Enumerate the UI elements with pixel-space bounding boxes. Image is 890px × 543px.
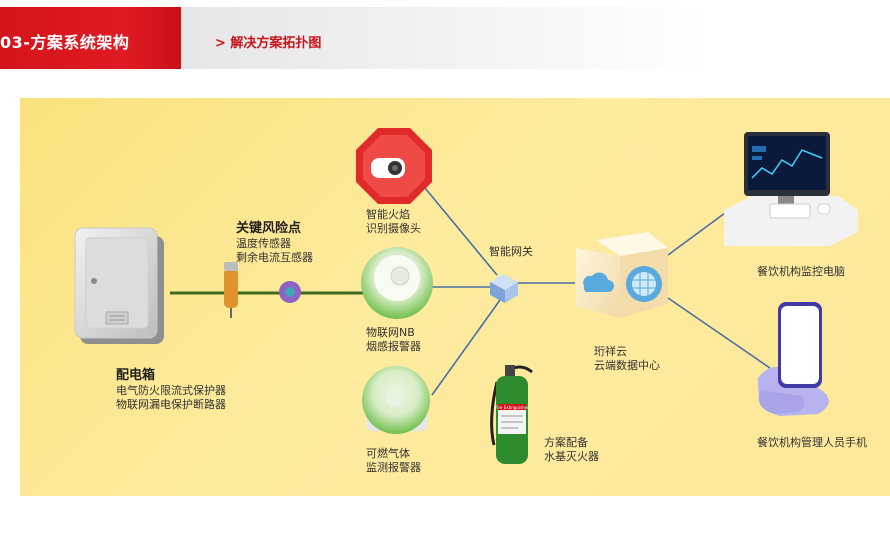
- extinguisher-icon: [490, 365, 533, 464]
- manager-phone-icon: [757, 302, 829, 416]
- smoke-alarm-line1: 物联网NB: [366, 326, 415, 339]
- flame-camera-label: 智能火焰 识别摄像头: [366, 208, 421, 236]
- manager-phone-label-text: 餐饮机构管理人员手机: [757, 436, 867, 449]
- distribution-box-line1: 电气防火限流式保护器: [116, 384, 226, 397]
- smoke-alarm-line2: 烟感报警器: [366, 340, 421, 353]
- gas-alarm-label: 可燃气体 监测报警器: [366, 447, 421, 475]
- key-risk-title: 关键风险点: [236, 221, 302, 236]
- gas-alarm-line2: 监测报警器: [366, 461, 421, 474]
- monitor-pc-label-text: 餐饮机构监控电脑: [757, 265, 845, 278]
- gateway-label-text: 智能网关: [489, 245, 533, 258]
- extinguisher-label: 方案配备 水基灭火器: [544, 436, 599, 464]
- section-title-bar: 03-方案系统架构: [0, 7, 181, 69]
- manager-phone-label: 餐饮机构管理人员手机: [757, 436, 867, 450]
- extinguisher-line1: 方案配备: [544, 436, 588, 449]
- distribution-box-icon: [74, 227, 164, 344]
- gas-alarm-icon: [362, 366, 430, 434]
- smoke-alarm-label: 物联网NB 烟感报警器: [366, 326, 421, 354]
- cloud-line1: 珩祥云: [594, 345, 627, 358]
- monitor-pc-icon: [724, 132, 858, 246]
- smoke-alarm-icon: [361, 247, 433, 319]
- section-title: 03-方案系统架构: [0, 33, 130, 52]
- key-risk-label: 关键风险点 温度传感器 剩余电流互感器: [236, 220, 313, 265]
- key-risk-line2: 剩余电流互感器: [236, 251, 313, 264]
- network-links: [424, 187, 771, 396]
- cloud-line2: 云端数据中心: [594, 359, 660, 372]
- gas-alarm-line1: 可燃气体: [366, 447, 410, 460]
- cloud-label: 珩祥云 云端数据中心: [594, 345, 660, 373]
- flame-camera-icon: [356, 128, 432, 204]
- distribution-box-label: 配电箱 电气防火限流式保护器 物联网漏电保护断路器: [116, 367, 226, 412]
- gateway-label: 智能网关: [489, 245, 533, 259]
- extinguisher-bottle-text: Fire Extinguisher: [495, 405, 529, 410]
- subtitle: > 解决方案拓扑图: [215, 36, 322, 51]
- flame-camera-line2: 识别摄像头: [366, 222, 421, 235]
- temperature-sensor-icon: [224, 262, 238, 318]
- flame-camera-line1: 智能火焰: [366, 208, 410, 221]
- distribution-box-title: 配电箱: [116, 368, 156, 383]
- key-risk-line1: 温度传感器: [236, 237, 291, 250]
- gateway-icon: [490, 274, 518, 303]
- extinguisher-line2: 水基灭火器: [544, 450, 599, 463]
- distribution-box-line2: 物联网漏电保护断路器: [116, 398, 226, 411]
- subtitle-bar: > 解决方案拓扑图: [181, 7, 890, 69]
- cloud-cube-icon: [576, 232, 668, 318]
- current-transformer-icon: [279, 281, 301, 303]
- monitor-pc-label: 餐饮机构监控电脑: [757, 265, 845, 279]
